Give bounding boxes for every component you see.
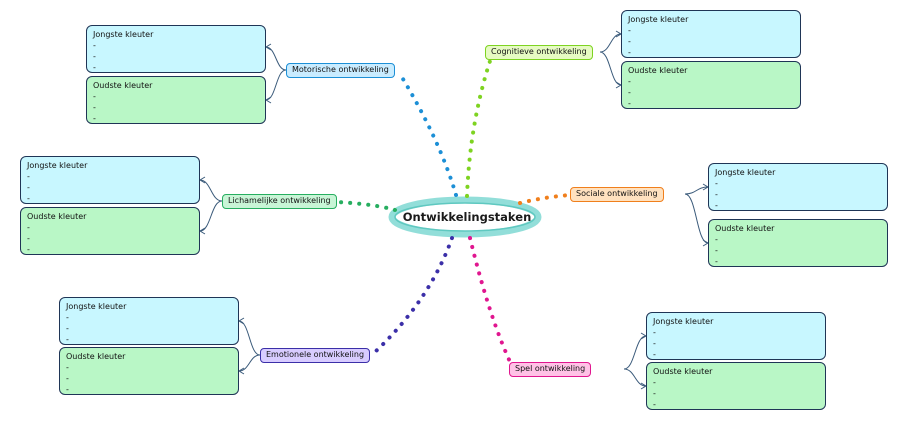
- box-line: -: [66, 313, 69, 322]
- central-topic[interactable]: Ontwikkelingstaken: [402, 210, 532, 224]
- box-title: Jongste kleuter: [66, 302, 127, 311]
- box-line: -: [66, 335, 69, 344]
- branch-connector-lichamelijk: [334, 200, 397, 212]
- box-line: -: [93, 114, 96, 123]
- box-title: Oudste kleuter: [653, 367, 713, 376]
- box-line: -: [653, 378, 656, 387]
- box-line: -: [653, 339, 656, 348]
- box-lichamelijk-oudste-kleuter[interactable]: Oudste kleuter - - -: [20, 207, 200, 255]
- box-line: -: [66, 374, 69, 383]
- box-line: -: [653, 350, 656, 359]
- topic-sociale-ontwikkeling[interactable]: Sociale ontwikkeling: [570, 187, 664, 202]
- topic-spel-ontwikkeling[interactable]: Spel ontwikkeling: [509, 362, 592, 377]
- box-line: -: [93, 92, 96, 101]
- box-cognitief-oudste-kleuter[interactable]: Oudste kleuter - - -: [621, 61, 801, 109]
- box-connector: [684, 193, 709, 244]
- box-line: -: [93, 41, 96, 50]
- arrowhead-icon: [238, 367, 245, 375]
- box-line: -: [715, 246, 718, 255]
- box-title: Jongste kleuter: [93, 30, 154, 39]
- arrowhead-icon: [265, 43, 272, 51]
- box-line: -: [628, 77, 631, 86]
- box-connector: [265, 69, 287, 101]
- arrowhead-icon: [238, 317, 245, 325]
- box-title: Jongste kleuter: [27, 161, 88, 170]
- box-line: -: [93, 103, 96, 112]
- box-title: Oudste kleuter: [93, 81, 153, 90]
- central-ring-inner: [394, 202, 536, 232]
- arrowhead-icon: [199, 227, 206, 235]
- box-line: -: [628, 26, 631, 35]
- box-connector: [238, 320, 261, 356]
- box-motorisch-oudste-kleuter[interactable]: Oudste kleuter - - -: [86, 76, 266, 124]
- branch-connector-spel: [468, 236, 514, 368]
- branch-connector-cognitief: [465, 53, 494, 198]
- box-line: -: [628, 99, 631, 108]
- box-spel-jongste-kleuter[interactable]: Jongste kleuter - - -: [646, 312, 826, 360]
- box-connector: [265, 46, 287, 71]
- box-line: -: [715, 179, 718, 188]
- box-title: Oudste kleuter: [66, 352, 126, 361]
- box-connector: [238, 354, 261, 372]
- box-line: -: [93, 52, 96, 61]
- box-line: -: [66, 363, 69, 372]
- box-line: -: [653, 400, 656, 409]
- box-line: -: [715, 257, 718, 266]
- box-motorisch-jongste-kleuter[interactable]: Jongste kleuter - - -: [86, 25, 266, 73]
- box-title: Jongste kleuter: [715, 168, 776, 177]
- box-line: -: [628, 37, 631, 46]
- box-line: -: [628, 48, 631, 57]
- box-title: Jongste kleuter: [653, 317, 714, 326]
- arrowhead-icon: [199, 176, 206, 184]
- box-line: -: [27, 172, 30, 181]
- box-line: -: [715, 201, 718, 210]
- box-line: -: [27, 194, 30, 203]
- box-spel-oudste-kleuter[interactable]: Oudste kleuter - - -: [646, 362, 826, 410]
- box-title: Oudste kleuter: [628, 66, 688, 75]
- branch-connector-emotioneel: [373, 236, 454, 354]
- box-line: -: [715, 190, 718, 199]
- box-title: Oudste kleuter: [715, 224, 775, 233]
- box-line: -: [628, 88, 631, 97]
- box-sociaal-jongste-kleuter[interactable]: Jongste kleuter - - -: [708, 163, 888, 211]
- box-connector: [199, 179, 223, 202]
- topic-motorische-ontwikkeling[interactable]: Motorische ontwikkeling: [286, 63, 395, 78]
- box-connector: [623, 335, 647, 370]
- box-lichamelijk-jongste-kleuter[interactable]: Jongste kleuter - - -: [20, 156, 200, 204]
- topic-lichamelijke-ontwikkeling[interactable]: Lichamelijke ontwikkeling: [222, 194, 337, 209]
- box-line: -: [27, 245, 30, 254]
- topic-emotionele-ontwikkeling[interactable]: Emotionele ontwikkeling: [260, 348, 371, 363]
- box-line: -: [715, 235, 718, 244]
- box-connector: [623, 368, 647, 387]
- box-line: -: [66, 324, 69, 333]
- topic-cognitieve-ontwikkeling[interactable]: Cognitieve ontwikkeling: [485, 45, 593, 60]
- branch-connector-sociaal: [518, 193, 572, 205]
- box-emotioneel-jongste-kleuter[interactable]: Jongste kleuter - - -: [59, 297, 239, 345]
- box-title: Oudste kleuter: [27, 212, 87, 221]
- box-connector: [599, 51, 622, 86]
- box-line: -: [27, 234, 30, 243]
- box-cognitief-jongste-kleuter[interactable]: Jongste kleuter - - -: [621, 10, 801, 58]
- box-line: -: [93, 63, 96, 72]
- box-title: Jongste kleuter: [628, 15, 689, 24]
- box-line: -: [653, 389, 656, 398]
- box-sociaal-oudste-kleuter[interactable]: Oudste kleuter - - -: [708, 219, 888, 267]
- box-connector: [199, 200, 223, 232]
- box-line: -: [653, 328, 656, 337]
- box-connector: [599, 33, 622, 53]
- box-emotioneel-oudste-kleuter[interactable]: Oudste kleuter - - -: [59, 347, 239, 395]
- box-line: -: [27, 223, 30, 232]
- box-line: -: [66, 385, 69, 394]
- box-line: -: [27, 183, 30, 192]
- arrowhead-icon: [265, 96, 272, 104]
- branch-connector-motorisch: [398, 72, 458, 197]
- box-connector: [684, 186, 709, 195]
- central-ring: [388, 196, 542, 238]
